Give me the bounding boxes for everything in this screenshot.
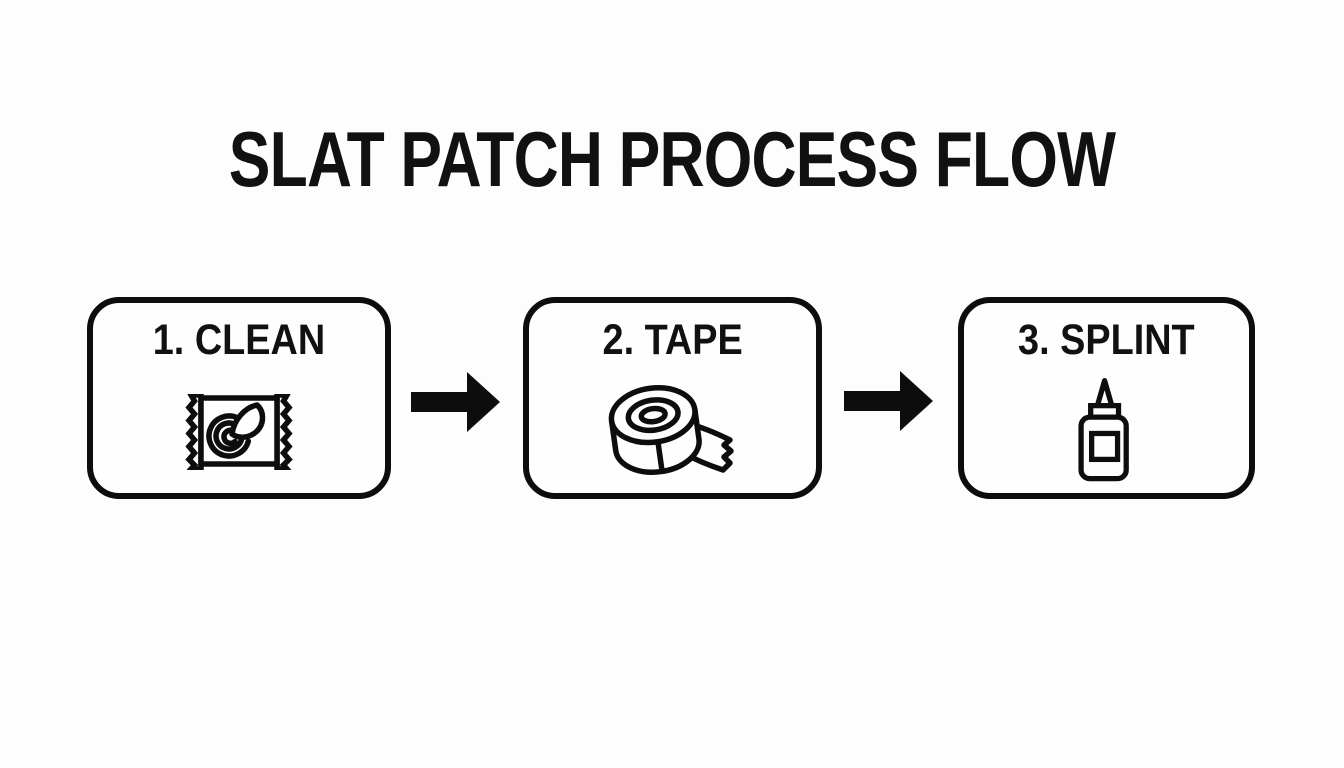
wipe-packet-icon (185, 394, 293, 470)
arrow-right-icon (844, 371, 933, 431)
diagram-title: SLAT PATCH PROCESS FLOW (228, 115, 1116, 203)
tape-roll-icon (608, 385, 734, 475)
glue-bottle-icon (1077, 378, 1129, 482)
step-label-splint: 3. SPLINT (1018, 316, 1195, 364)
step-label-tape: 2. TAPE (602, 316, 743, 364)
step-box-tape: 2. TAPE (523, 297, 822, 499)
arrow-right-icon (411, 372, 500, 432)
step-label-clean: 1. CLEAN (152, 316, 326, 364)
step-box-clean: 1. CLEAN (87, 297, 391, 499)
step-box-splint: 3. SPLINT (958, 297, 1255, 499)
